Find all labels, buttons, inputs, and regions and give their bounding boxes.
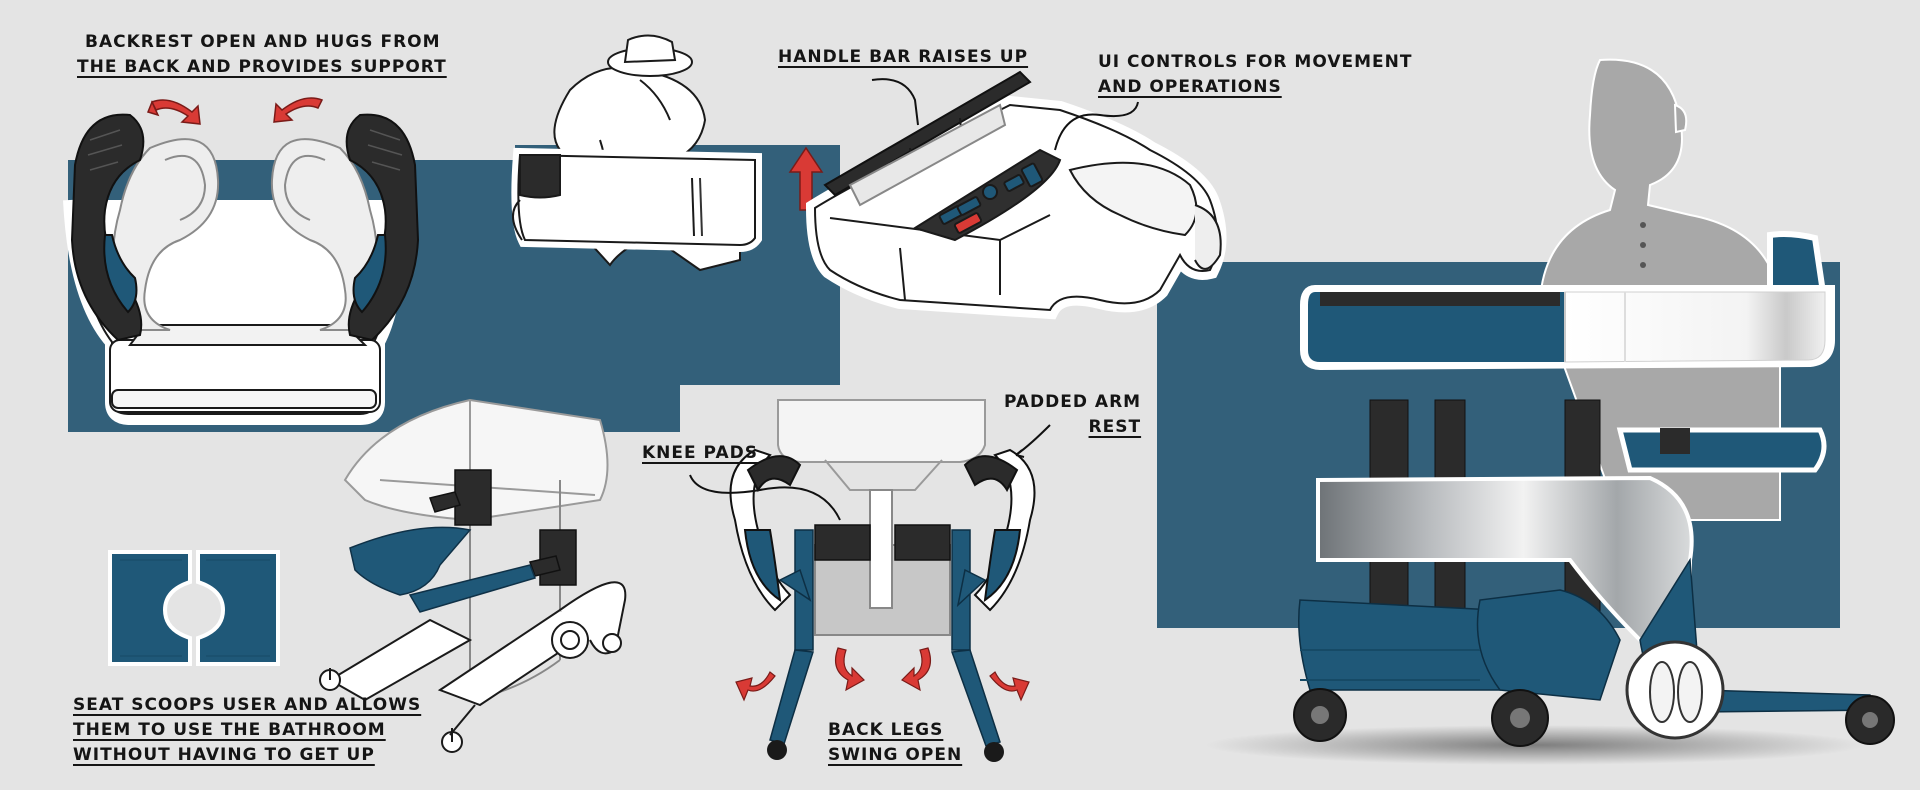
seat-scoops-annotation-line-1: SEAT SCOOPS USER AND ALLOWS: [73, 695, 422, 715]
ui-controls-annotation-line-2: AND OPERATIONS: [1098, 77, 1282, 97]
back-legs-annotation-line-1: BACK LEGS: [828, 720, 944, 740]
ui-controls-annotation-line-1: UI CONTROLS FOR MOVEMENT: [1098, 52, 1413, 72]
backrest-annotation-line-1: BACKREST OPEN AND HUGS FROM: [85, 32, 441, 52]
ui-controls-annotation: UI CONTROLS FOR MOVEMENT AND OPERATIONS: [1098, 50, 1412, 100]
handle-bar-annotation-line-1: HANDLE BAR RAISES UP: [778, 47, 1029, 67]
padded-arm-annotation: PADDED ARM REST: [1004, 390, 1141, 440]
leader-handle-bar: [871, 78, 919, 126]
padded-arm-annotation-line-1: PADDED ARM: [1004, 392, 1142, 412]
backrest-annotation: BACKREST OPEN AND HUGS FROM THE BACK AND…: [77, 30, 447, 80]
seat-scoops-annotation: SEAT SCOOPS USER AND ALLOWS THEM TO USE …: [73, 693, 421, 768]
leader-ui-controls: [1054, 101, 1139, 151]
handle-bar-annotation: HANDLE BAR RAISES UP: [778, 45, 1028, 70]
back-legs-annotation: BACK LEGS SWING OPEN: [828, 718, 962, 768]
padded-arm-annotation-line-2: REST: [1088, 417, 1142, 437]
seat-scoops-annotation-line-2: THEM TO USE THE BATHROOM: [73, 720, 386, 740]
backrest-annotation-line-2: THE BACK AND PROVIDES SUPPORT: [77, 57, 447, 77]
curved-arrow-icon: [273, 97, 324, 123]
leader-knee-pads: [689, 474, 841, 521]
knee-pads-annotation-line-1: KNEE PADS: [642, 443, 758, 463]
seat-scoops-annotation-line-3: WITHOUT HAVING TO GET UP: [73, 745, 375, 765]
knee-pads-annotation: KNEE PADS: [642, 441, 758, 466]
swing-arrow-icon: [735, 647, 1030, 702]
back-legs-annotation-line-2: SWING OPEN: [828, 745, 963, 765]
curved-arrow-icon: [146, 99, 201, 125]
